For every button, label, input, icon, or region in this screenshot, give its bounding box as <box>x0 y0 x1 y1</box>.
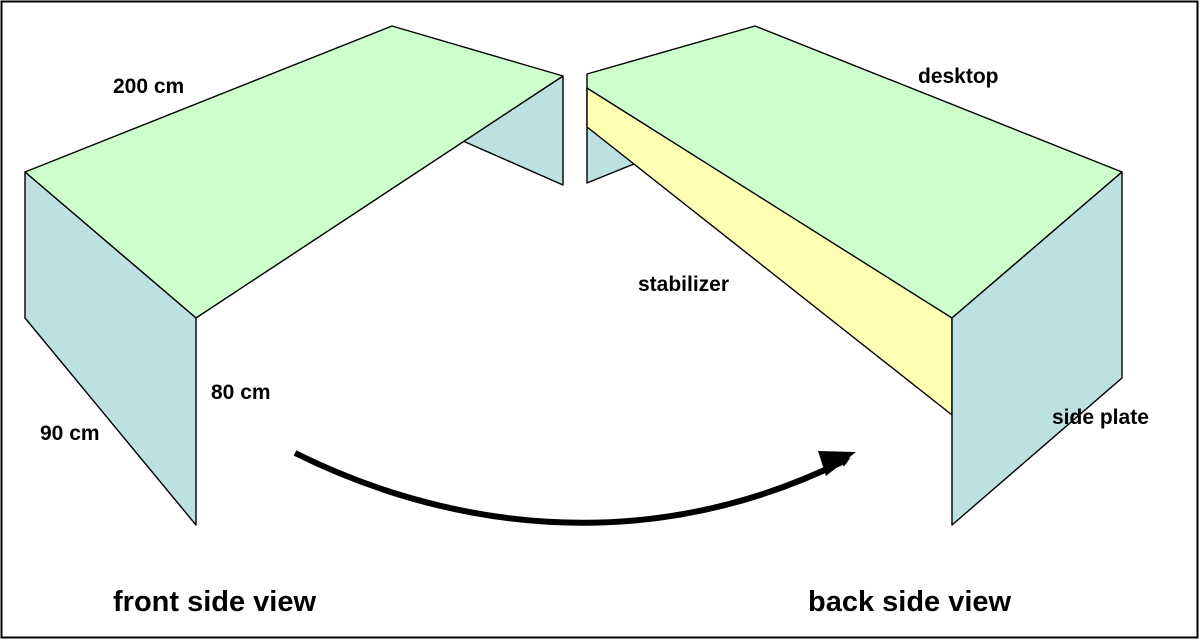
side-plate-label: side plate <box>1052 406 1149 429</box>
desktop-label: desktop <box>918 65 999 88</box>
back-near-side-plate <box>951 171 1123 526</box>
depth-label: 90 cm <box>40 422 100 445</box>
width-label: 200 cm <box>113 75 184 98</box>
flip-arrowhead <box>818 451 856 476</box>
height-label: 80 cm <box>211 381 271 404</box>
front-view <box>24 25 564 526</box>
front-left-side-plate <box>24 171 197 526</box>
flip-arrow <box>293 450 851 526</box>
back-view <box>586 25 1123 526</box>
stabilizer-label: stabilizer <box>638 273 729 296</box>
back-view-caption: back side view <box>808 586 1012 618</box>
front-view-caption: front side view <box>113 586 316 618</box>
